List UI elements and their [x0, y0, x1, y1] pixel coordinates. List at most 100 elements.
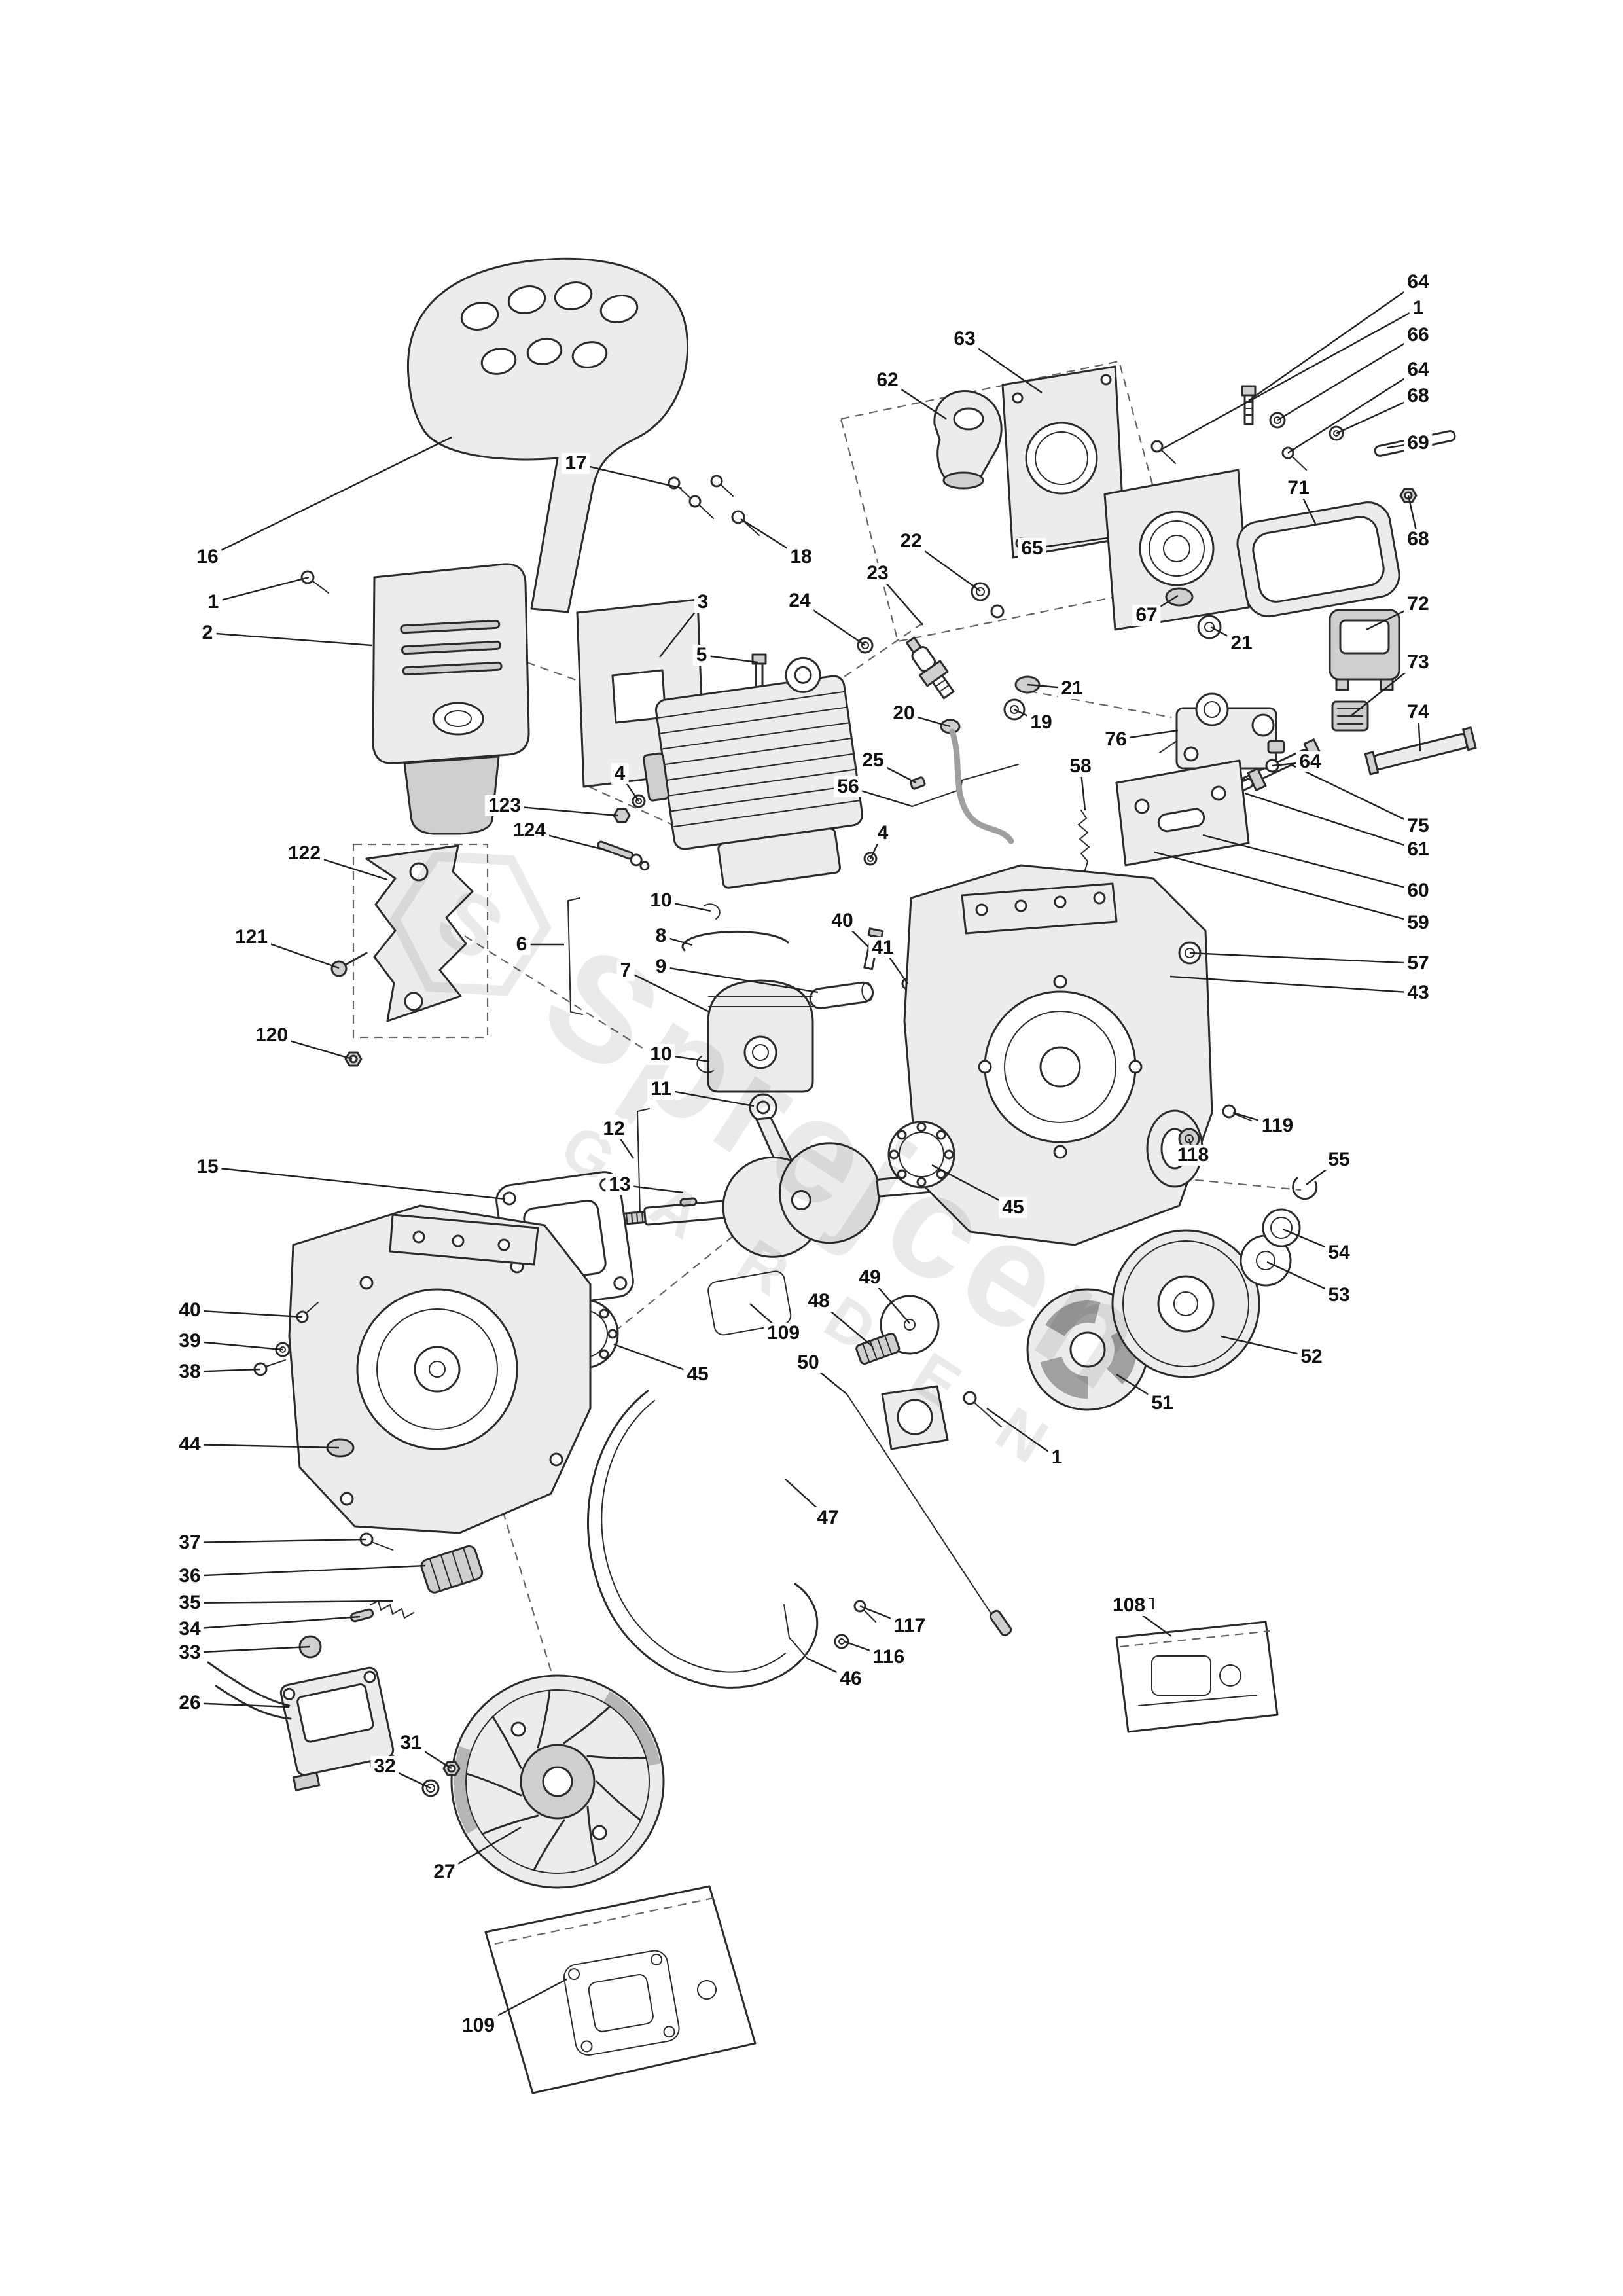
part-callout-62: 62 [873, 370, 902, 391]
part-callout-63: 63 [950, 329, 979, 350]
part-callout-21: 21 [1058, 678, 1086, 699]
part-callout-12: 12 [599, 1119, 628, 1139]
leader-line-36 [189, 1564, 426, 1577]
part-callout-55: 55 [1325, 1149, 1353, 1170]
leader-line-64 [1248, 281, 1419, 401]
part-callout-24: 24 [785, 590, 814, 611]
part-callout-1: 1 [1409, 298, 1427, 319]
part-callout-1: 1 [204, 592, 223, 613]
side-gasket-illustration [330, 844, 474, 1067]
oil-pump-illustration [783, 1295, 1012, 1659]
part-callout-18: 18 [787, 547, 815, 567]
leader-line-37 [189, 1538, 367, 1544]
part-callout-52: 52 [1297, 1346, 1326, 1367]
leader-line-1 [213, 576, 310, 603]
part-callout-3: 3 [694, 592, 712, 613]
leader-line-35 [189, 1600, 393, 1604]
part-callout-60: 60 [1404, 880, 1433, 901]
part-callout-53: 53 [1325, 1285, 1353, 1306]
part-callout-39: 39 [175, 1331, 204, 1352]
leader-line-17 [575, 462, 683, 490]
muffler-illustration [300, 563, 530, 835]
part-callout-20: 20 [889, 703, 918, 724]
part-callout-68: 68 [1404, 386, 1433, 406]
spark-plug-illustration [632, 582, 1005, 866]
part-callout-64: 64 [1404, 359, 1433, 380]
leader-line-64 [1287, 368, 1419, 454]
part-callout-65: 65 [1018, 538, 1046, 559]
part-callout-2: 2 [198, 622, 217, 643]
part-callout-48: 48 [804, 1291, 833, 1312]
gasket-kit-small-illustration [1115, 1598, 1279, 1733]
leader-line-11 [660, 1088, 755, 1107]
filter-cover-illustration [1236, 501, 1400, 618]
part-callout-66: 66 [1404, 325, 1433, 346]
leader-line-26 [189, 1702, 290, 1708]
leader-line-33 [189, 1645, 311, 1654]
part-callout-118: 118 [1173, 1145, 1213, 1166]
leader-line-34 [189, 1615, 361, 1630]
part-callout-7: 7 [616, 960, 635, 981]
part-callout-49: 49 [855, 1267, 884, 1288]
part-callout-109: 109 [458, 2015, 499, 2036]
part-callout-71: 71 [1284, 478, 1313, 499]
part-callout-11: 11 [647, 1079, 675, 1100]
leader-line-39 [189, 1340, 283, 1351]
part-callout-9: 9 [652, 956, 670, 977]
part-callout-56: 56 [834, 776, 863, 797]
part-callout-4: 4 [611, 763, 629, 784]
part-callout-36: 36 [175, 1566, 204, 1587]
part-callout-73: 73 [1404, 652, 1433, 673]
part-callout-16: 16 [193, 547, 222, 567]
part-callout-13: 13 [605, 1174, 634, 1195]
part-callout-5: 5 [692, 645, 711, 666]
part-callout-69: 69 [1404, 433, 1433, 454]
part-callout-120: 120 [251, 1025, 292, 1046]
part-callout-54: 54 [1325, 1242, 1353, 1263]
brake-band-illustration [587, 1390, 819, 1689]
left-crankcase-illustration [253, 1204, 592, 1534]
carburetor-illustration [1159, 692, 1285, 773]
leader-line-59 [1154, 851, 1419, 924]
part-callout-41: 41 [868, 937, 897, 958]
part-callout-10: 10 [647, 1044, 675, 1065]
part-callout-23: 23 [863, 563, 892, 584]
leader-line-66 [1277, 334, 1419, 422]
part-callout-74: 74 [1404, 702, 1433, 723]
part-callout-67: 67 [1132, 605, 1161, 626]
part-callout-45: 45 [999, 1197, 1027, 1218]
part-callout-124: 124 [509, 820, 550, 841]
leader-line-1 [1159, 307, 1419, 452]
part-callout-32: 32 [370, 1756, 399, 1777]
part-callout-116: 116 [869, 1647, 908, 1668]
leader-line-16 [207, 436, 452, 558]
part-callout-57: 57 [1404, 953, 1433, 974]
gasket-kit-large-illustration [484, 1885, 757, 2094]
tensioner-illustration [349, 1532, 484, 1623]
leader-line-7 [625, 969, 710, 1013]
leader-line-43 [1169, 975, 1419, 994]
base-gasket-illustration [707, 1270, 792, 1336]
part-callout-15: 15 [193, 1157, 222, 1177]
part-callout-34: 34 [175, 1619, 204, 1640]
part-callout-37: 37 [175, 1532, 204, 1553]
part-callout-38: 38 [175, 1361, 204, 1382]
leader-line-9 [660, 965, 819, 994]
leader-line-57 [1189, 952, 1419, 965]
part-callout-64: 64 [1404, 272, 1433, 293]
part-callout-108: 108 [1109, 1595, 1149, 1616]
leader-line-61 [1244, 792, 1419, 851]
part-callout-64: 64 [1296, 751, 1325, 772]
clutch-drum-illustration [1111, 1104, 1318, 1378]
part-callout-40: 40 [175, 1300, 204, 1321]
part-callout-43: 43 [1404, 982, 1433, 1003]
leader-line-52 [1221, 1335, 1312, 1358]
part-callout-44: 44 [175, 1434, 204, 1455]
part-callout-61: 61 [1404, 839, 1433, 860]
part-callout-17: 17 [562, 453, 590, 474]
leader-line-1 [986, 1408, 1058, 1458]
intake-elbow-illustration [933, 390, 1003, 490]
